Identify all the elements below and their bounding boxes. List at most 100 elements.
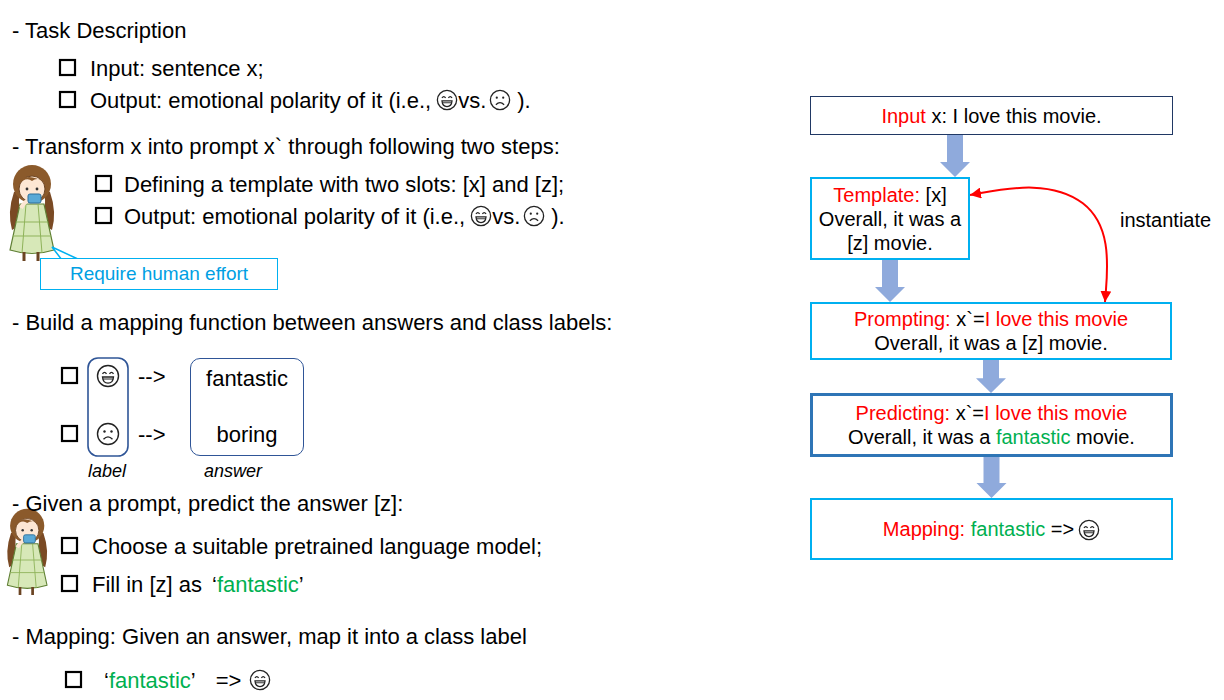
girl-illustration — [10, 165, 54, 261]
bullet-text: answer — [204, 460, 262, 483]
girl-illustration — [7, 509, 47, 595]
text-row: Output: emotional polarity of it (i.e., v… — [124, 202, 565, 231]
box-text: Mapping: — [883, 518, 965, 540]
bullet-text: ’ — [191, 666, 196, 695]
text-line: Require human effort — [51, 263, 267, 286]
sad-face-icon — [489, 89, 511, 111]
bullet-text: Output: emotional polarity of it (i.e., — [90, 86, 431, 115]
box-text: Require human effort — [70, 263, 248, 284]
happy-face-icon — [470, 205, 492, 227]
box-text: x`= — [956, 402, 984, 424]
bullet-text: vs. — [458, 86, 486, 115]
happy-face-icon — [251, 670, 270, 689]
curved-arrow — [970, 188, 1107, 302]
text-row: ‘fantastic’=> — [104, 666, 271, 695]
sad-face-icon — [491, 90, 510, 109]
bullet-text: fantastic — [217, 570, 299, 599]
bullet-text: --> — [138, 420, 166, 449]
text-line: Input x: I love this movie. — [819, 104, 1164, 128]
box-text: Input — [881, 105, 925, 127]
happy-face-icon — [98, 366, 119, 387]
text-row: - Task Description — [12, 16, 186, 45]
text-line: boring — [199, 421, 295, 449]
bullet-text: Output: emotional polarity of it (i.e., — [124, 202, 465, 231]
text-row: Output: emotional polarity of it (i.e., v… — [90, 86, 531, 115]
happy-face-icon — [1080, 521, 1099, 540]
text-row: --> — [138, 420, 166, 449]
bullet-text: - Transform x into prompt x` through fol… — [12, 132, 560, 161]
happy-face-icon — [472, 206, 491, 225]
bullet-text: vs. — [492, 202, 520, 231]
mapping-box: Mapping: fantastic => — [810, 498, 1173, 560]
bullet-text: Input: sentence x; — [90, 54, 264, 83]
text-line: Template:[x] Overall, it was a [z] movie… — [816, 183, 964, 255]
text-row: label — [88, 460, 126, 483]
bullet-text: Defining a template with two slots: [x] … — [124, 170, 564, 199]
text-row: Choose a suitable pretrained language mo… — [92, 532, 542, 561]
text-row: - Mapping: Given an answer, map it into … — [12, 622, 527, 651]
block-arrow — [940, 135, 970, 177]
text-line: fantastic — [199, 365, 295, 393]
box-text: x: I love this movie. — [932, 105, 1102, 127]
text-row: - Given a prompt, predict the answer [z]… — [12, 489, 403, 518]
text-row: - Transform x into prompt x` through fol… — [12, 132, 560, 161]
bullet-text: ‘ — [212, 570, 217, 599]
bullet-text: --> — [138, 362, 166, 391]
bullet-text: Fill in [z] as — [92, 570, 202, 599]
answer-box: fantastic boring — [190, 358, 304, 456]
text-line: Overall, it was a fantastic movie. — [821, 425, 1162, 449]
bullet-text: ). — [517, 86, 530, 115]
sad-face-icon — [98, 424, 119, 445]
bullet-text: - Given a prompt, predict the answer [z]… — [12, 489, 403, 518]
box-text: fantastic — [971, 518, 1045, 540]
bullet-text: ’ — [299, 570, 304, 599]
text-line: Overall, it was a [z] movie. — [820, 331, 1162, 355]
block-arrow — [875, 260, 905, 302]
box-text: x`= — [956, 308, 984, 330]
bullet-text: => — [216, 666, 242, 695]
happy-face-icon — [249, 669, 271, 691]
box-text: Overall, it was a [z] movie. — [874, 332, 1107, 354]
bullet-text: - Task Description — [12, 16, 186, 45]
happy-face-icon — [436, 89, 458, 111]
text-line: Mapping: fantastic => — [820, 517, 1163, 542]
label-group-box — [88, 358, 128, 456]
bullet-text: fantastic — [109, 666, 191, 695]
box-text: movie. — [1076, 426, 1135, 448]
bullet-text: - Mapping: Given an answer, map it into … — [12, 622, 527, 651]
happy-face-icon — [438, 90, 457, 109]
box-text: => — [1051, 518, 1074, 540]
box-text: I love this movie — [984, 402, 1127, 424]
text-row: - Build a mapping function between answe… — [12, 308, 612, 337]
text-row: answer — [204, 460, 262, 483]
text-row: Defining a template with two slots: [x] … — [124, 170, 564, 199]
box-text: fantastic — [206, 366, 288, 391]
box-text: boring — [216, 422, 277, 447]
text-row: Fill in [z] as ‘fantastic’ — [92, 570, 304, 599]
text-row: --> — [138, 362, 166, 391]
block-arrow — [976, 360, 1006, 393]
box-text: Prompting: — [854, 308, 951, 330]
predicting-box: Predicting:x`=I love this movieOverall, … — [810, 393, 1173, 457]
text-line: Prompting:x`=I love this movie — [820, 307, 1162, 331]
callout-box: Require human effort — [40, 258, 278, 290]
bullet-text: ). — [551, 202, 564, 231]
sad-face-icon — [523, 205, 545, 227]
template-box: Template:[x] Overall, it was a [z] movie… — [810, 177, 970, 260]
prompting-box: Prompting:x`=I love this movieOverall, i… — [810, 302, 1172, 360]
box-text: fantastic — [996, 426, 1070, 448]
bullet-text: Choose a suitable pretrained language mo… — [92, 532, 542, 561]
box-text: Predicting: — [856, 402, 951, 424]
input-box: Input x: I love this movie. — [810, 96, 1173, 135]
bullet-text: label — [88, 460, 126, 483]
box-text: Template: — [833, 184, 920, 206]
bullet-text: - Build a mapping function between answe… — [12, 308, 612, 337]
text-line: Predicting:x`=I love this movie — [821, 401, 1162, 425]
happy-face-icon — [1078, 519, 1100, 541]
box-text: Overall, it was a — [848, 426, 990, 448]
edge-label: instantiate — [1118, 208, 1213, 232]
box-text: I love this movie — [985, 308, 1128, 330]
sad-face-icon — [525, 206, 544, 225]
text-row: Input: sentence x; — [90, 54, 264, 83]
